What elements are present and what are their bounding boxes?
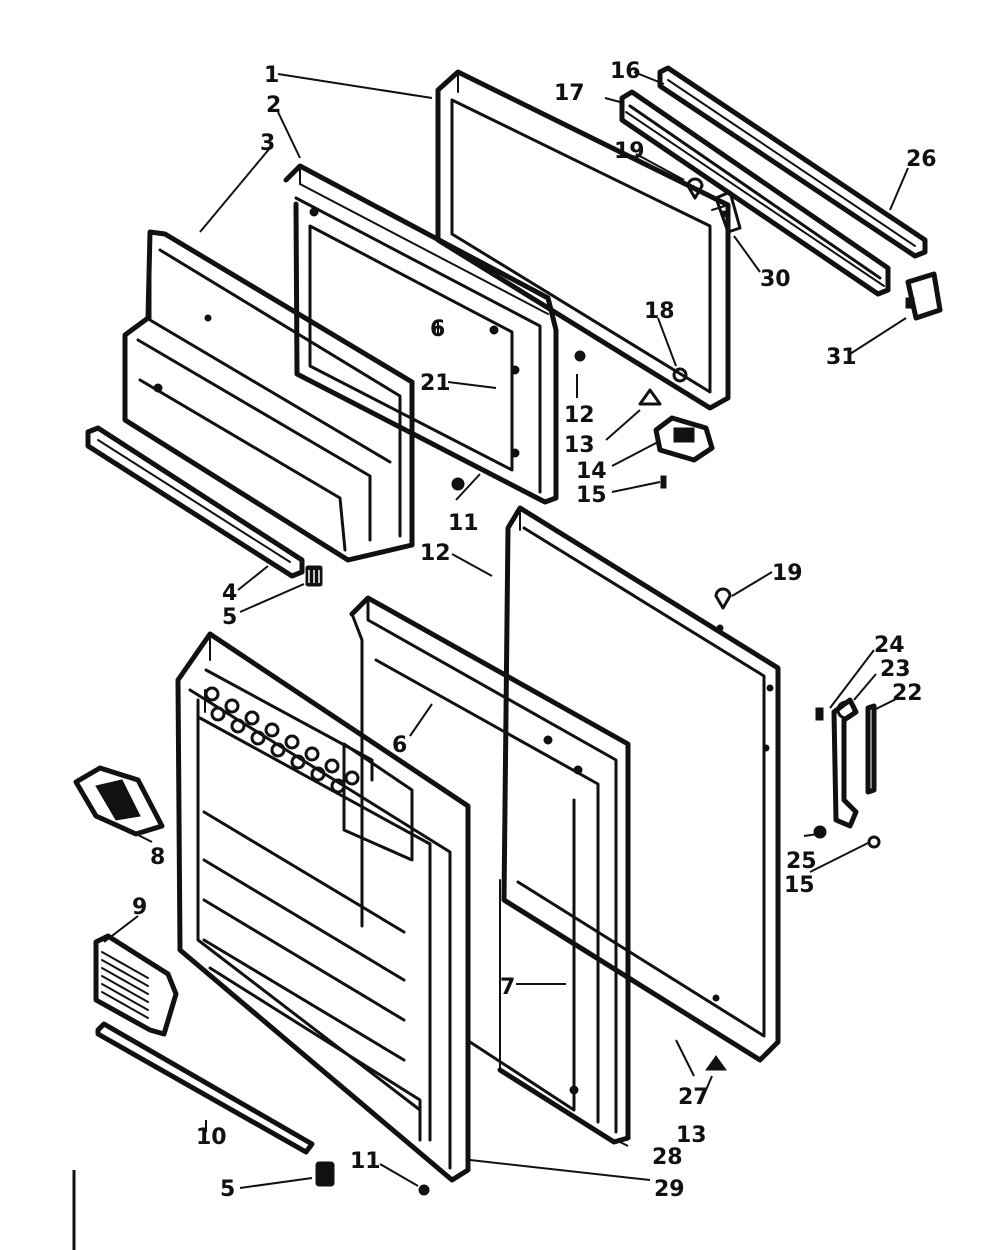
lower-door-gasket xyxy=(501,505,781,1063)
callout-6: 6 xyxy=(392,733,407,758)
freezer-door-liner xyxy=(122,229,415,563)
callout-22: 22 xyxy=(892,681,923,706)
callout-24: 24 xyxy=(874,633,905,658)
door-handle-assembly xyxy=(813,697,881,849)
callout-10: 10 xyxy=(196,1125,227,1150)
refrigerator-door-liner xyxy=(175,631,471,1183)
callout-28: 28 xyxy=(652,1145,683,1170)
callout-25: 25 xyxy=(786,849,817,874)
callout-15: 15 xyxy=(576,483,607,508)
hardware-upper xyxy=(451,177,715,491)
callout-17: 17 xyxy=(554,81,585,106)
callout-19: 19 xyxy=(614,139,645,164)
callout-7: 7 xyxy=(500,975,515,1000)
callout-6: 6 xyxy=(430,317,445,342)
callout-4: 4 xyxy=(222,581,237,606)
callout-31: 31 xyxy=(826,345,857,370)
callout-21: 21 xyxy=(420,371,451,396)
callout-5: 5 xyxy=(220,1177,235,1202)
leader-lines xyxy=(103,71,909,1189)
grille-strip xyxy=(95,1021,315,1155)
strip-end-clip xyxy=(714,190,742,234)
callout-29: 29 xyxy=(654,1177,685,1202)
hardware-lower xyxy=(418,587,732,1196)
callout-labels: 1 2 3 4 5 5 6 6 7 8 9 10 11 11 12 12 13 … xyxy=(132,59,937,1202)
callout-13: 13 xyxy=(564,433,595,458)
lower-door-panel xyxy=(349,595,631,1145)
callout-26: 26 xyxy=(906,147,937,172)
callout-15: 15 xyxy=(784,873,815,898)
callout-5: 5 xyxy=(222,605,237,630)
callout-16: 16 xyxy=(610,59,641,84)
rail-end-cap xyxy=(305,565,323,587)
callout-27: 27 xyxy=(678,1085,709,1110)
callout-2: 2 xyxy=(266,93,281,118)
callout-12: 12 xyxy=(564,403,595,428)
butter-compartment-door xyxy=(73,765,165,837)
grille-end-cap xyxy=(315,1161,335,1187)
callout-30: 30 xyxy=(760,267,791,292)
callout-18: 18 xyxy=(644,299,675,324)
freezer-shelf-rail xyxy=(85,425,305,579)
end-cap-31 xyxy=(905,271,943,321)
callout-12: 12 xyxy=(420,541,451,566)
callout-13: 13 xyxy=(676,1123,707,1148)
callout-11: 11 xyxy=(448,511,479,536)
callout-14: 14 xyxy=(576,459,607,484)
upper-door-panel xyxy=(283,163,559,505)
hinge-cover-strip xyxy=(619,89,891,297)
dairy-cover xyxy=(93,933,179,1037)
callout-11: 11 xyxy=(350,1149,381,1174)
callout-8: 8 xyxy=(150,845,165,870)
callout-23: 23 xyxy=(880,657,911,682)
callout-1: 1 xyxy=(264,63,279,88)
callout-3: 3 xyxy=(260,131,275,156)
callout-19: 19 xyxy=(772,561,803,586)
callout-9: 9 xyxy=(132,895,147,920)
egg-cups xyxy=(204,686,360,794)
top-trim-strip xyxy=(657,65,928,259)
